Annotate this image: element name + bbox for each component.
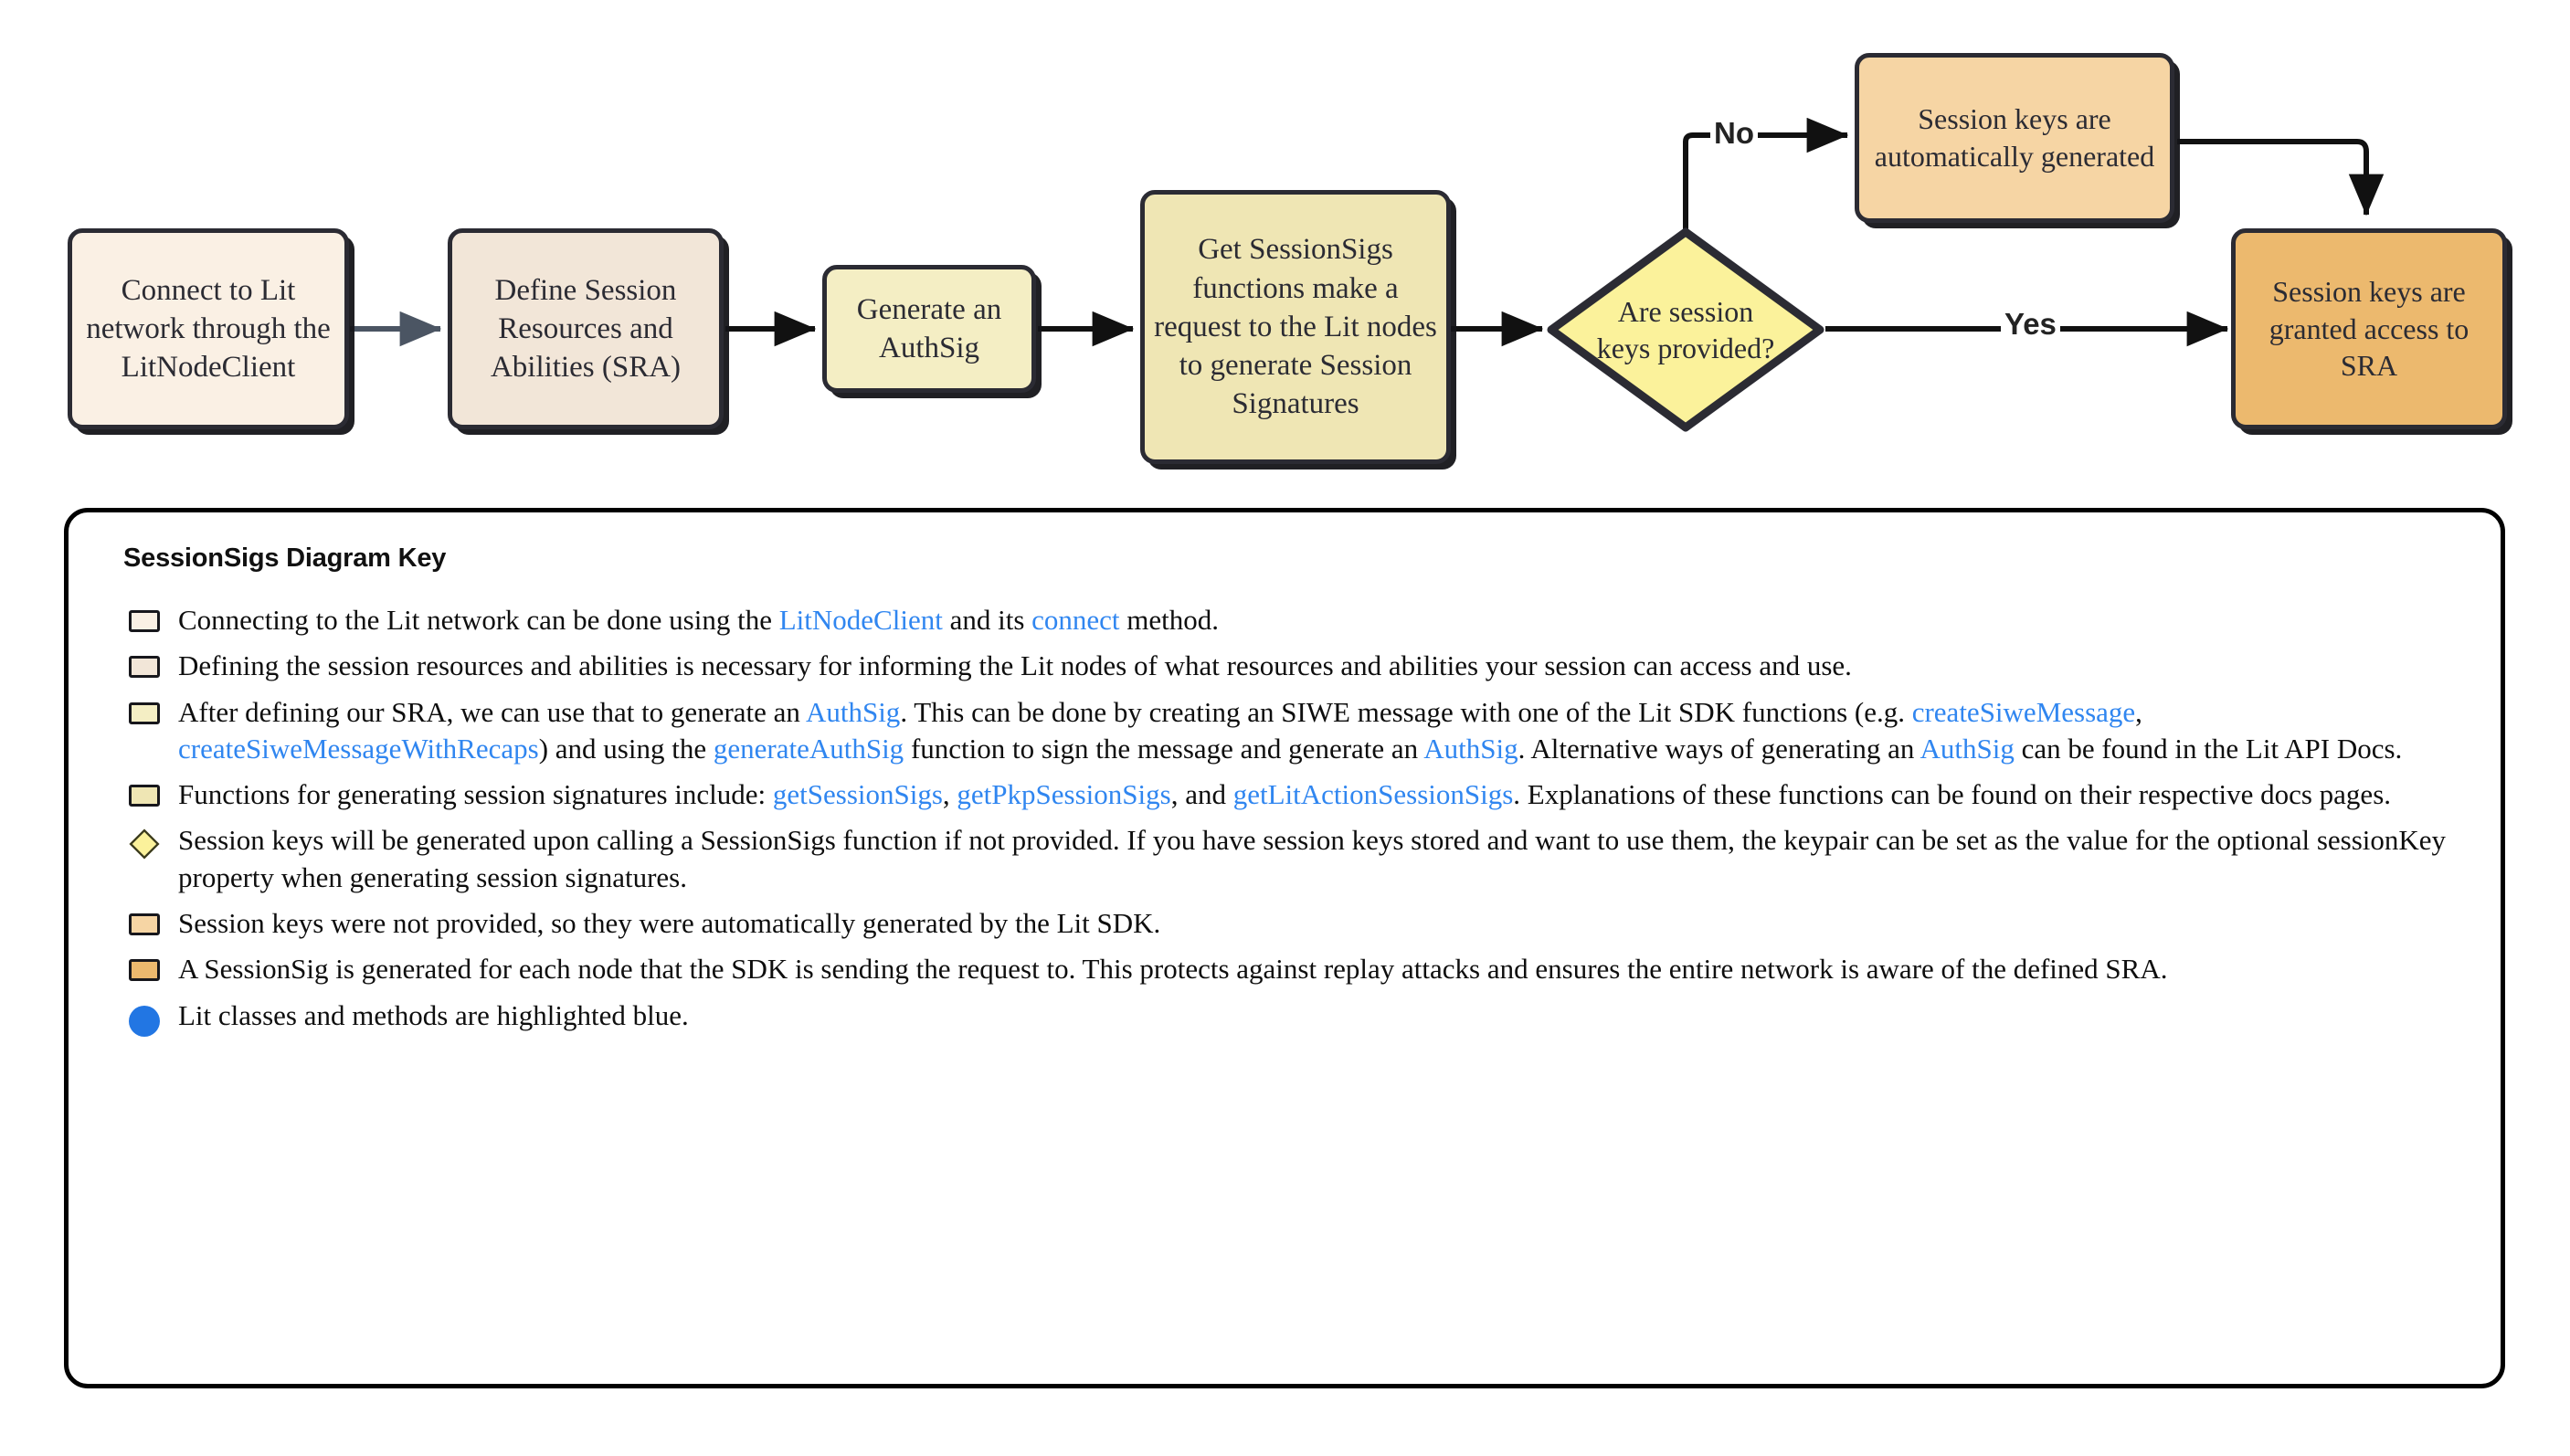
legend-swatch-rect-orange-1-icon — [129, 913, 160, 936]
flow-node-connect-label: Connect to Lit network through the LitNo… — [86, 273, 331, 385]
legend-text-run: method. — [1119, 604, 1220, 636]
legend-item-text: Session keys will be generated upon call… — [178, 822, 2459, 896]
legend-code-link[interactable]: createSiweMessageWithRecaps — [178, 732, 539, 765]
legend-item-text: Functions for generating session signatu… — [178, 776, 2459, 813]
legend-text-run: Defining the session resources and abili… — [178, 649, 1852, 682]
edge-label-no: No — [1710, 116, 1758, 151]
legend-swatch-wrap — [123, 648, 165, 679]
legend-code-link[interactable]: generateAuthSig — [713, 732, 904, 765]
legend-swatch-rect-cream-1-icon — [129, 610, 160, 632]
legend-swatch-wrap — [123, 602, 165, 632]
legend-item-text: Defining the session resources and abili… — [178, 648, 2459, 684]
legend-code-link[interactable]: createSiweMessage — [1911, 695, 2136, 728]
legend-swatch-circle-blue-icon — [129, 1005, 160, 1037]
legend-item: Connecting to the Lit network can be don… — [123, 602, 2459, 638]
flow-node-decision: Are session keys provided? — [1546, 227, 1825, 433]
flow-node-generate-authsig-label: Generate an AuthSig — [856, 292, 1002, 364]
legend-panel: SessionSigs Diagram Key Connecting to th… — [64, 508, 2505, 1388]
flow-node-granted-access-label: Session keys are granted access to SRA — [2269, 274, 2470, 383]
legend-item: Lit classes and methods are highlighted … — [123, 997, 2459, 1037]
legend-code-link[interactable]: getPkpSessionSigs — [957, 778, 1171, 811]
legend-item: Session keys will be generated upon call… — [123, 822, 2459, 896]
legend-text-run: . This can be done by creating an SIWE m… — [900, 695, 1912, 728]
legend-swatch-wrap — [123, 905, 165, 936]
flow-node-auto-generated-label: Session keys are automatically generated — [1874, 102, 2155, 173]
flow-node-connect: Connect to Lit network through the LitNo… — [68, 228, 349, 429]
legend-swatch-wrap — [123, 997, 165, 1037]
legend-item-text: Lit classes and methods are highlighted … — [178, 997, 2459, 1034]
legend-text-run: , — [2135, 695, 2142, 728]
legend-swatch-rect-cream-2-icon — [129, 656, 160, 679]
flow-node-get-sessionsigs: Get SessionSigs functions make a request… — [1140, 190, 1451, 464]
legend-swatch-wrap — [123, 694, 165, 724]
sessionsigs-flowchart: Connect to Lit network through the LitNo… — [0, 0, 2570, 475]
legend-text-run: Connecting to the Lit network can be don… — [178, 604, 779, 636]
legend-swatch-wrap — [123, 822, 165, 860]
legend-code-link[interactable]: AuthSig — [1423, 732, 1518, 765]
legend-text-run: Functions for generating session signatu… — [178, 778, 773, 811]
legend-item: After defining our SRA, we can use that … — [123, 694, 2459, 768]
flow-node-get-sessionsigs-label: Get SessionSigs functions make a request… — [1154, 233, 1437, 421]
legend-text-run: can be found in the Lit API Docs. — [2014, 732, 2403, 765]
legend-code-link[interactable]: AuthSig — [1920, 732, 2015, 765]
flow-node-granted-access: Session keys are granted access to SRA — [2231, 228, 2507, 429]
legend-title: SessionSigs Diagram Key — [123, 543, 447, 573]
legend-text-run: , — [942, 778, 957, 811]
legend-item: A SessionSig is generated for each node … — [123, 951, 2459, 987]
flow-node-decision-label: Are session keys provided? — [1596, 295, 1775, 364]
legend-item-text: Connecting to the Lit network can be don… — [178, 602, 2459, 638]
edge-label-yes: Yes — [2001, 307, 2060, 342]
legend-text-run: After defining our SRA, we can use that … — [178, 695, 806, 728]
legend-text-run: . Alternative ways of generating an — [1518, 732, 1920, 765]
legend-code-link[interactable]: getSessionSigs — [772, 778, 943, 811]
legend-text-run: . Explanations of these functions can be… — [1513, 778, 2392, 811]
legend-text-run: Session keys were not provided, so they … — [178, 907, 1161, 940]
legend-swatch-rect-yellow-2-icon — [129, 785, 160, 807]
legend-text-run: , and — [1170, 778, 1233, 811]
legend-code-link[interactable]: LitNodeClient — [778, 604, 943, 636]
legend-swatch-rect-yellow-1-icon — [129, 702, 160, 724]
legend-text-run: ) and using the — [538, 732, 714, 765]
flow-node-define-sra-label: Define Session Resources and Abilities (… — [490, 273, 682, 385]
flow-node-auto-generated: Session keys are automatically generated — [1855, 53, 2174, 223]
legend-item-text: After defining our SRA, we can use that … — [178, 694, 2459, 768]
legend-swatch-wrap — [123, 951, 165, 982]
legend-code-link[interactable]: AuthSig — [805, 695, 901, 728]
legend-code-link[interactable]: connect — [1031, 604, 1120, 636]
legend-swatch-wrap — [123, 776, 165, 807]
legend-code-link[interactable]: getLitActionSessionSigs — [1232, 778, 1514, 811]
flow-node-define-sra: Define Session Resources and Abilities (… — [448, 228, 724, 429]
legend-text-run: and its — [942, 604, 1032, 636]
legend-item-text: Session keys were not provided, so they … — [178, 905, 2459, 942]
legend-text-run: Lit classes and methods are highlighted … — [178, 998, 689, 1031]
legend-text-run: Session keys will be generated upon call… — [178, 824, 2447, 893]
legend-swatch-rect-orange-2-icon — [129, 959, 160, 982]
decision-diamond-shape — [1547, 227, 1824, 432]
legend-list: Connecting to the Lit network can be don… — [123, 602, 2459, 1046]
flow-node-generate-authsig: Generate an AuthSig — [822, 265, 1036, 393]
legend-text-run: A SessionSig is generated for each node … — [178, 953, 2168, 986]
legend-swatch-diamond-yellow-icon — [129, 828, 160, 860]
legend-item-text: A SessionSig is generated for each node … — [178, 951, 2459, 987]
legend-item: Defining the session resources and abili… — [123, 648, 2459, 684]
legend-item: Session keys were not provided, so they … — [123, 905, 2459, 942]
legend-text-run: function to sign the message and generat… — [904, 732, 1424, 765]
legend-item: Functions for generating session signatu… — [123, 776, 2459, 813]
